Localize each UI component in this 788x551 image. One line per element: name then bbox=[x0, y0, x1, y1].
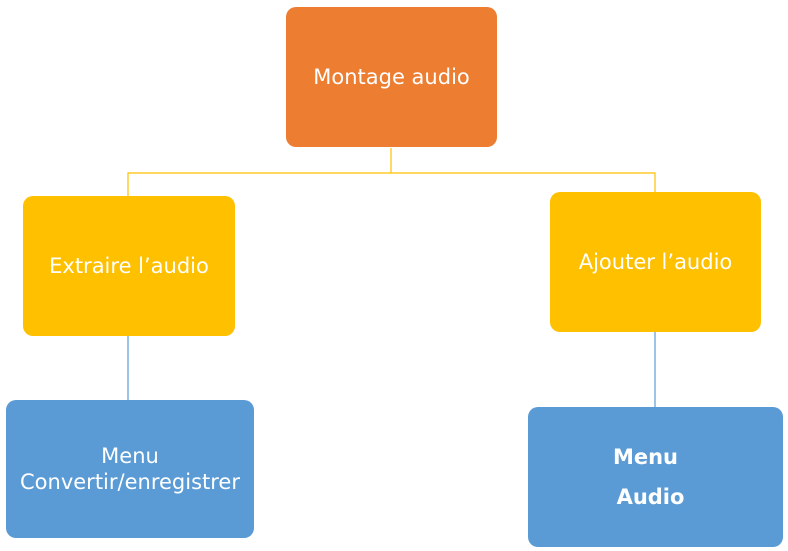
right-branch-label: Ajouter l’audio bbox=[578, 249, 733, 274]
connector-root-branches bbox=[127, 148, 656, 196]
right-branch-node: Ajouter l’audio bbox=[550, 192, 761, 332]
right-child-line2: Audio bbox=[616, 485, 685, 509]
right-child-line1: Menu bbox=[612, 444, 679, 469]
left-child-node: Menu Convertir/enregistrer bbox=[6, 400, 254, 538]
right-child-node: Menu Audio bbox=[528, 407, 783, 547]
root-node: Montage audio bbox=[286, 7, 497, 147]
left-branch-node: Extraire l’audio bbox=[23, 196, 235, 336]
root-node-label: Montage audio bbox=[313, 64, 470, 89]
left-child-line2: Convertir/enregistrer bbox=[20, 470, 240, 494]
left-branch-label: Extraire l’audio bbox=[49, 253, 209, 278]
left-child-line1: Menu bbox=[101, 443, 159, 468]
